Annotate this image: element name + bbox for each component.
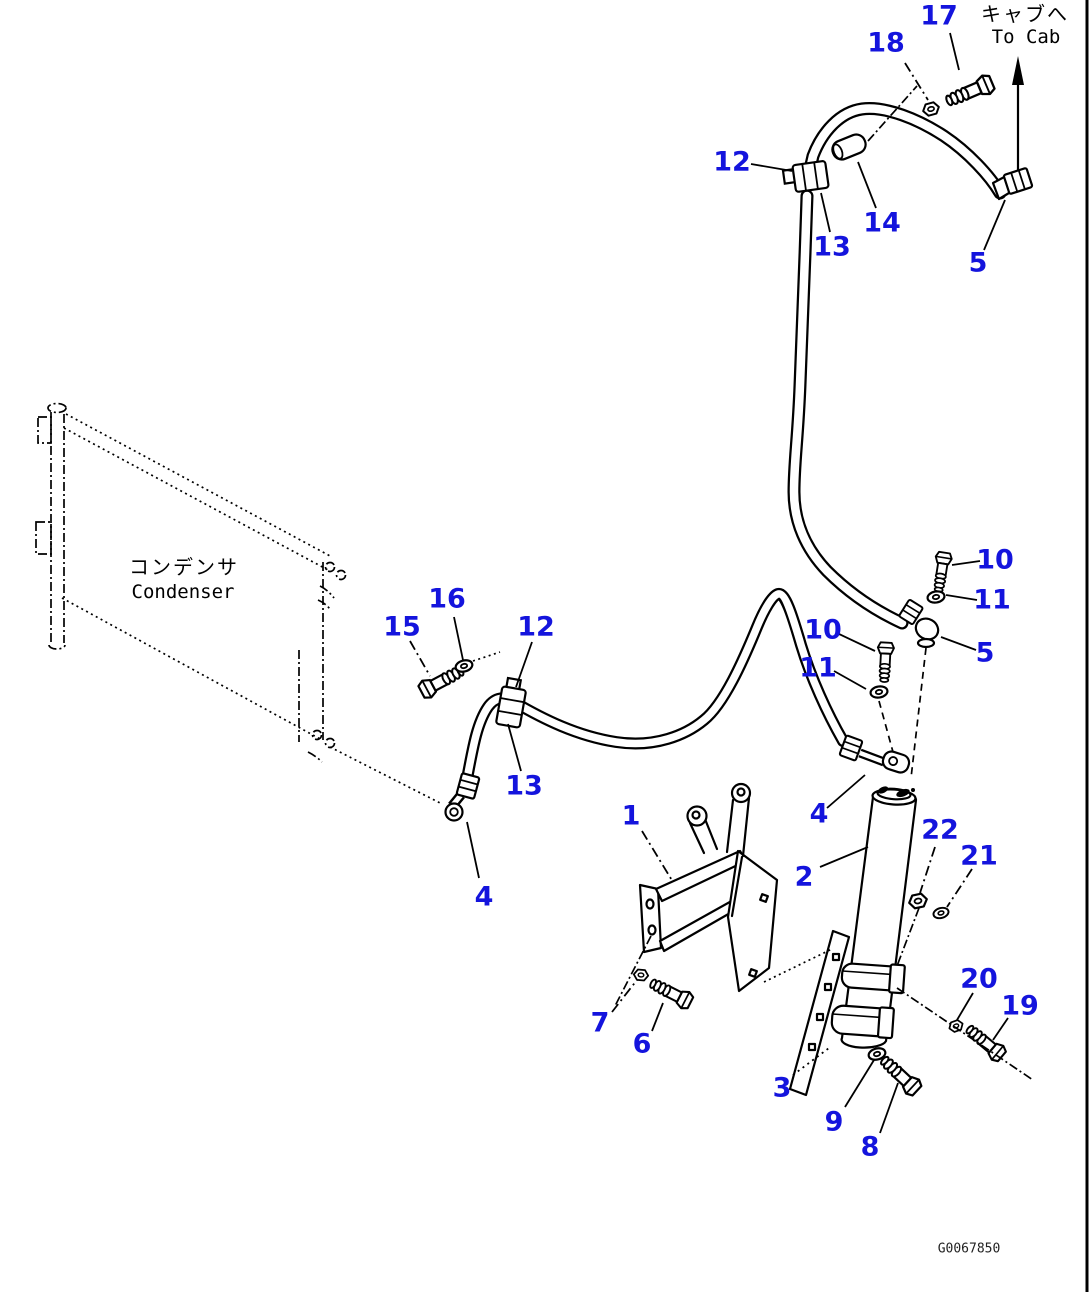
callout-leader-13: [820, 192, 831, 233]
bolt-8: [875, 1051, 925, 1099]
callout-9: 9: [825, 1107, 844, 1138]
callout-6: 6: [633, 1029, 652, 1060]
callout-11: 11: [799, 653, 837, 684]
hose-clamp-top: [781, 160, 830, 193]
washer-11-upper: [925, 589, 947, 605]
callout-4: 4: [475, 882, 494, 913]
washer-7: [632, 968, 650, 982]
hose-elbow-fitting-left: [444, 771, 481, 822]
callout-leader-12: [750, 163, 793, 172]
callout-12: 12: [713, 147, 751, 178]
bracket-ear-right: [725, 782, 752, 858]
callout-leader-21: [946, 868, 973, 908]
drier-band-clamp-lower: [830, 1004, 895, 1040]
drier-band-clamp-upper: [840, 962, 906, 995]
washer-11-middle: [868, 684, 890, 700]
bolt-17: [941, 72, 997, 112]
grommet-14: [831, 133, 867, 161]
washer-16: [453, 657, 475, 675]
callout-leader-8: [879, 1082, 899, 1134]
condenser-outline: [35, 402, 443, 805]
callout-leader-2: [819, 846, 869, 868]
condenser-label-jp: コンデンサ: [129, 555, 239, 579]
drier-elbow-fitting: [897, 598, 940, 649]
callout-16: 16: [428, 584, 466, 615]
callout-leader-7: [611, 979, 638, 1013]
to-cab-label-en: To Cab: [992, 26, 1061, 48]
bolt-10-middle: [875, 641, 896, 684]
drier-bracket: [638, 782, 779, 993]
callout-5: 5: [969, 248, 988, 279]
callout-19: 19: [1001, 991, 1039, 1022]
hose-end-fitting-right: [838, 734, 913, 776]
callout-leader-12: [515, 641, 533, 688]
assembly-axis-lines: [614, 85, 1034, 1081]
callout-15: 15: [383, 612, 421, 643]
callout-leader-4: [826, 774, 866, 809]
callout-8: 8: [861, 1132, 880, 1163]
condenser-hose: [444, 588, 913, 822]
to-cab-label-jp: キャブへ: [981, 2, 1069, 26]
callout-leader-11: [833, 670, 867, 690]
callout-5: 5: [976, 638, 995, 669]
callout-leader-19: [992, 1017, 1009, 1041]
callout-leader-3: [792, 1047, 830, 1076]
callout-11: 11: [973, 585, 1011, 616]
callout-14: 14: [863, 208, 901, 239]
bolt-10-upper: [929, 550, 954, 594]
callout-leader-10: [951, 560, 981, 566]
callout-13: 13: [813, 232, 851, 263]
callout-leader-4: [466, 821, 480, 879]
condenser-label-en: Condenser: [132, 581, 235, 603]
callout-leader-5: [940, 636, 977, 651]
callout-leader-14: [857, 161, 877, 209]
to-cab-arrow: [1012, 56, 1024, 172]
callout-leader-10: [838, 633, 876, 652]
nut-22: [906, 891, 930, 911]
callout-leader-5: [983, 199, 1006, 251]
callout-leader-11: [945, 594, 978, 601]
callout-leader-22: [919, 846, 936, 894]
callout-leader-15: [409, 640, 431, 677]
callout-10: 10: [804, 615, 842, 646]
callout-leader-13: [507, 723, 522, 772]
callout-21: 21: [960, 841, 998, 872]
callout-10: 10: [976, 545, 1014, 576]
callout-7: 7: [591, 1008, 610, 1039]
callout-18: 18: [867, 28, 905, 59]
callout-leader-16: [453, 616, 464, 661]
callout-3: 3: [773, 1073, 792, 1104]
clamp-plate: [788, 929, 851, 1097]
callout-leader-20: [956, 992, 974, 1021]
callout-leader-18: [904, 62, 929, 101]
condenser-hose-leader: [329, 746, 443, 805]
washer-20: [946, 1017, 966, 1035]
washer-16-axis: [472, 651, 501, 662]
callout-leader-9: [844, 1059, 875, 1108]
callout-13: 13: [505, 771, 543, 802]
callout-1: 1: [622, 801, 641, 832]
callout-2: 2: [795, 862, 814, 893]
condenser-upper-fitting: [317, 561, 347, 610]
nut-18: [920, 100, 942, 118]
callout-22: 22: [921, 815, 959, 846]
cab-hose: [781, 102, 1034, 649]
callout-leader-6: [651, 1002, 664, 1032]
washer-21: [931, 905, 951, 921]
callout-17: 17: [920, 1, 958, 32]
bolt-6: [645, 973, 696, 1012]
callout-leader-1: [641, 830, 674, 883]
callout-20: 20: [960, 964, 998, 995]
drawing-code: G0067850: [938, 1242, 1001, 1257]
callout-12: 12: [517, 612, 555, 643]
callout-4: 4: [810, 799, 829, 830]
cab-end-fitting: [991, 167, 1034, 201]
callout-leader-17: [949, 32, 960, 71]
condenser-lower-fitting: [307, 729, 336, 763]
hose-clamp-middle: [495, 676, 527, 729]
bracket-ear-left: [686, 805, 719, 855]
